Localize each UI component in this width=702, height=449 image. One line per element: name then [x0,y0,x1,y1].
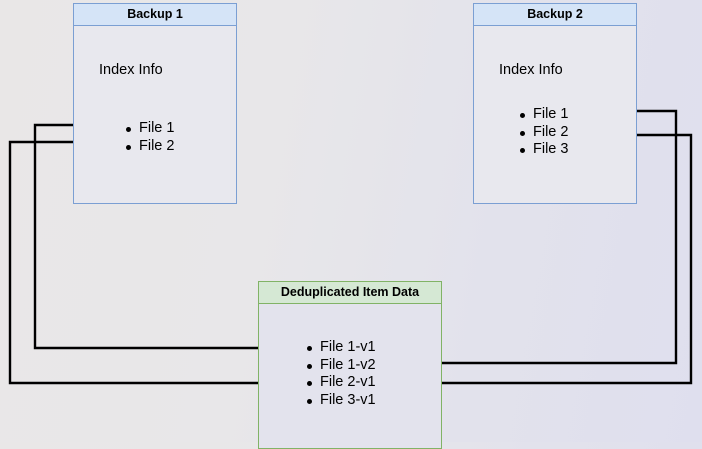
list-item[interactable]: File 1-v2 [304,357,376,375]
backup-1-body: Index Info File 1 File 2 [74,26,236,203]
list-item[interactable]: File 1-v1 [304,339,376,357]
deduplicated-item-data-title: Deduplicated Item Data [259,282,441,304]
connector-backup1-file2-to-dedup-file2v1 [8,140,298,388]
deduplicated-item-data-body: File 1-v1 File 1-v2 File 2-v1 File 3-v1 [259,304,441,448]
list-item[interactable]: File 1 [123,120,174,138]
backup-2-file-list: File 1 File 2 File 3 [517,106,568,159]
backup-1-file-list: File 1 File 2 [123,120,174,155]
backup-1-box[interactable]: Backup 1 Index Info File 1 File 2 [73,3,237,204]
list-item[interactable]: File 2 [517,124,568,142]
deduplicated-item-data-box[interactable]: Deduplicated Item Data File 1-v1 File 1-… [258,281,442,449]
list-item[interactable]: File 3 [517,141,568,159]
backup-2-box[interactable]: Backup 2 Index Info File 1 File 2 File 3 [473,3,637,204]
backup-1-title: Backup 1 [74,4,236,26]
dedup-file-list: File 1-v1 File 1-v2 File 2-v1 File 3-v1 [304,339,376,409]
backup-1-index-info-label: Index Info [99,62,163,78]
list-item[interactable]: File 3-v1 [304,392,376,410]
list-item[interactable]: File 2-v1 [304,374,376,392]
backup-2-index-info-label: Index Info [499,62,563,78]
connector-backup2-file2-to-dedup-file2v1 [392,133,693,388]
list-item[interactable]: File 1 [517,106,568,124]
backup-2-title: Backup 2 [474,4,636,26]
backup-2-body: Index Info File 1 File 2 File 3 [474,26,636,203]
list-item[interactable]: File 2 [123,138,174,156]
